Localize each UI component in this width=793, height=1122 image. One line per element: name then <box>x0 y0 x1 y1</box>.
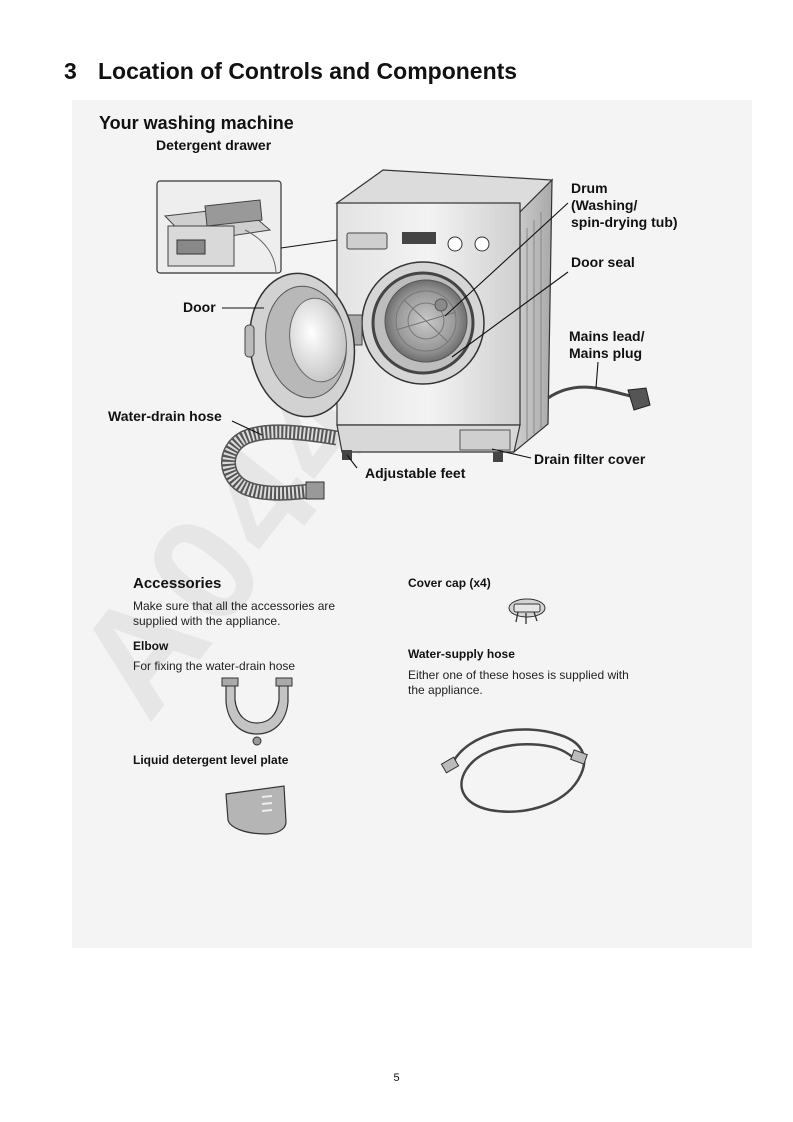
adjustable-foot-right <box>493 452 503 462</box>
level-plate-illustration <box>225 785 287 835</box>
label-mains-lead: Mains lead/ <box>569 328 645 344</box>
mains-plug <box>627 387 651 411</box>
label-drum-line2: (Washing/ <box>571 197 638 213</box>
accessories-intro-line1: Make sure that all the accessories are <box>133 599 336 613</box>
label-drain-filter-cover: Drain filter cover <box>534 451 646 467</box>
drain-filter-cover <box>459 429 511 451</box>
supply-hose-description-line2: the appliance. <box>408 683 483 697</box>
label-detergent-drawer: Detergent drawer <box>156 137 272 153</box>
elbow-illustration <box>225 682 289 735</box>
label-water-drain-hose: Water-drain hose <box>108 408 222 424</box>
supply-hose-title: Water-supply hose <box>408 647 515 661</box>
level-plate-title: Liquid detergent level plate <box>133 753 289 767</box>
supply-hose-illustration <box>450 728 586 813</box>
control-knob-left <box>447 236 463 252</box>
machine-title: Your washing machine <box>99 113 294 133</box>
mains-lead <box>547 385 631 400</box>
cover-cap-illustration <box>508 598 546 624</box>
cover-cap-title: Cover cap (x4) <box>408 576 491 590</box>
label-drum-line3: spin-drying tub) <box>571 214 678 230</box>
section-heading: 3 Location of Controls and Components <box>64 58 517 85</box>
elbow-title: Elbow <box>133 639 169 653</box>
display-panel <box>402 232 436 244</box>
drawer-handle <box>346 232 388 250</box>
page-number: 5 <box>393 1072 400 1084</box>
accessories-intro-line2: supplied with the appliance. <box>133 614 281 628</box>
label-adjustable-feet: Adjustable feet <box>365 465 466 481</box>
section-title: Location of Controls and Components <box>98 58 518 84</box>
label-door-seal: Door seal <box>571 254 635 270</box>
label-door: Door <box>183 299 216 315</box>
label-mains-plug: Mains plug <box>569 345 643 361</box>
label-drum: Drum <box>571 180 608 196</box>
accessories-title: Accessories <box>133 575 222 592</box>
section-number: 3 <box>64 58 77 84</box>
elbow-description: For fixing the water-drain hose <box>133 659 296 673</box>
supply-hose-description-line1: Either one of these hoses is supplied wi… <box>408 668 629 682</box>
control-knob-right <box>474 236 490 252</box>
